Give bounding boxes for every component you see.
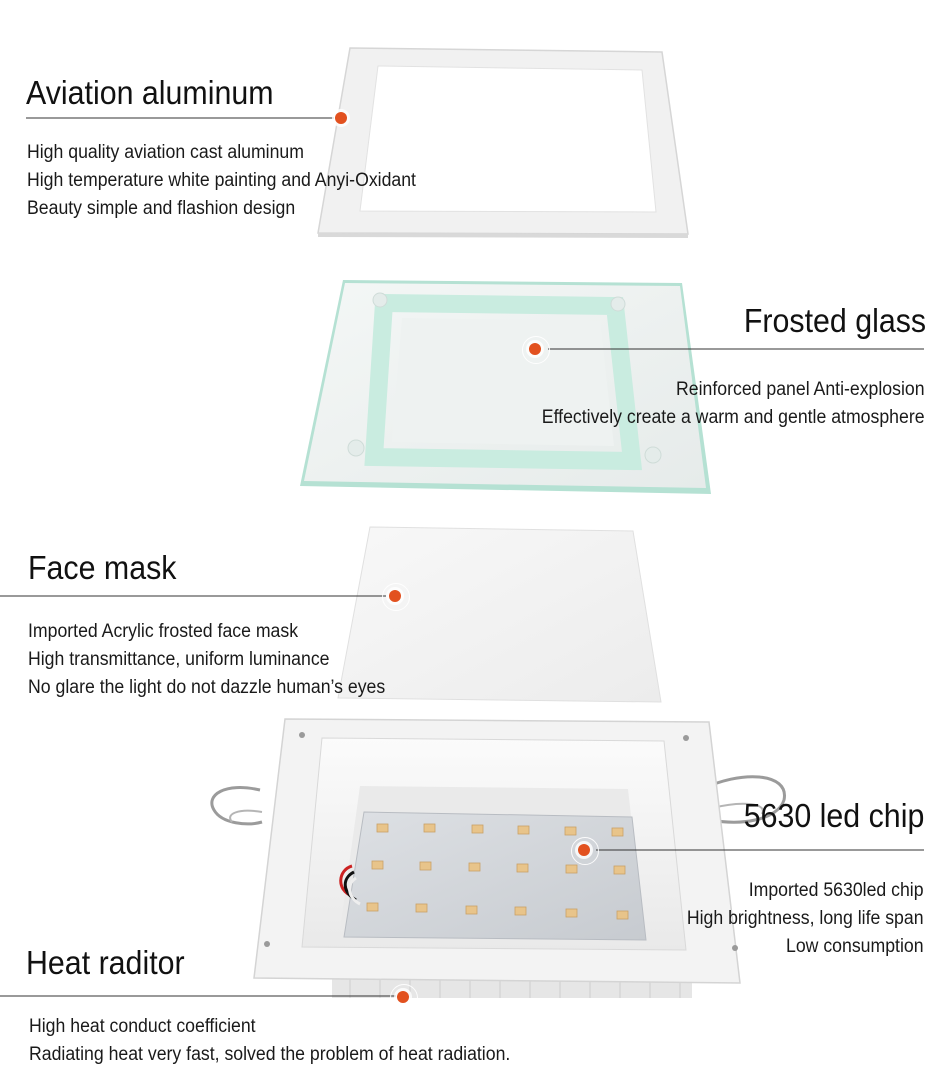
marker-mask [389, 590, 401, 602]
section-title-frosted-glass: Frosted glass [743, 302, 926, 339]
marker-ring-mask [382, 583, 410, 611]
desc-line: High temperature white painting and Anyi… [27, 170, 416, 191]
frosted-glass-image [300, 280, 711, 494]
marker-ring-glass [522, 336, 550, 364]
desc-line: Beauty simple and flashion design [27, 198, 296, 219]
leader-lines [0, 117, 924, 997]
desc-line: Effectively create a warm and gentle atm… [542, 407, 925, 428]
led-housing-image [210, 718, 786, 998]
desc-line: High quality aviation cast aluminum [27, 142, 304, 163]
section-title-led-chip: 5630 led chip [743, 797, 924, 834]
aluminum-frame-image [317, 47, 689, 238]
desc-line: Low consumption [786, 936, 924, 957]
section-desc-heat-radiator: High heat conduct coefficient Radiating … [29, 1013, 547, 1069]
section-desc-aviation-aluminum: High quality aviation cast aluminum High… [27, 139, 445, 223]
marker-glass [529, 343, 541, 355]
desc-line: Imported 5630led chip [749, 880, 924, 901]
marker-aluminum [335, 112, 347, 124]
marker-ring-radiator [390, 984, 418, 1012]
desc-line: Radiating heat very fast, solved the pro… [29, 1044, 511, 1065]
section-title-face-mask: Face mask [28, 549, 177, 586]
marker-led [578, 844, 590, 856]
marker-radiator [397, 991, 409, 1003]
desc-line: Reinforced panel Anti-explosion [676, 379, 925, 400]
face-mask-image [337, 526, 662, 703]
desc-line: Imported Acrylic frosted face mask [28, 621, 299, 642]
desc-line: No glare the light do not dazzle human’s… [28, 677, 386, 698]
desc-line: High transmittance, uniform luminance [28, 649, 330, 670]
section-desc-led-chip: Imported 5630led chip High brightness, l… [669, 877, 924, 961]
section-title-heat-radiator: Heat raditor [26, 944, 185, 981]
section-desc-frosted-glass: Reinforced panel Anti-explosion Effectiv… [513, 376, 925, 432]
section-title-aviation-aluminum: Aviation aluminum [26, 74, 274, 111]
marker-ring-led [571, 837, 599, 865]
section-desc-face-mask: Imported Acrylic frosted face mask High … [28, 618, 412, 702]
desc-line: High brightness, long life span [687, 908, 924, 929]
desc-line: High heat conduct coefficient [29, 1016, 256, 1037]
